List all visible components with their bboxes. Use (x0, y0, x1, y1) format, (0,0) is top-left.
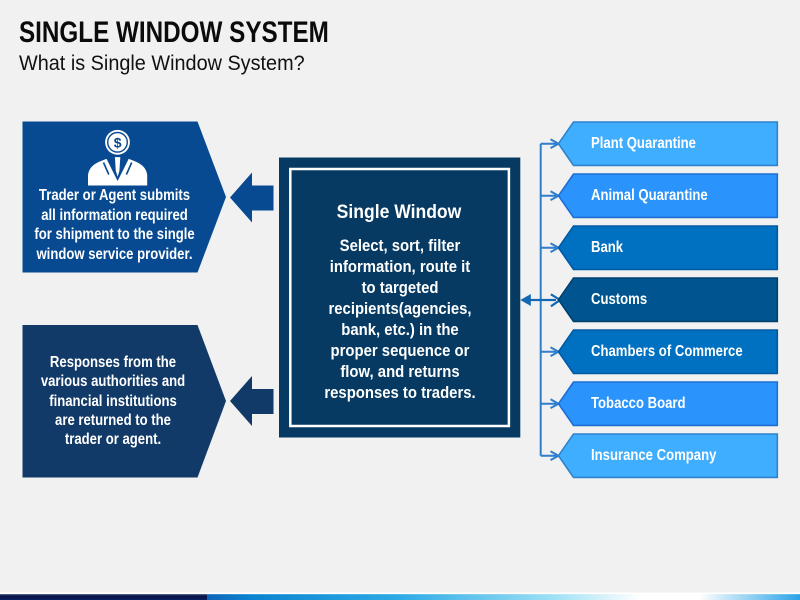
svg-text:$: $ (114, 134, 122, 150)
